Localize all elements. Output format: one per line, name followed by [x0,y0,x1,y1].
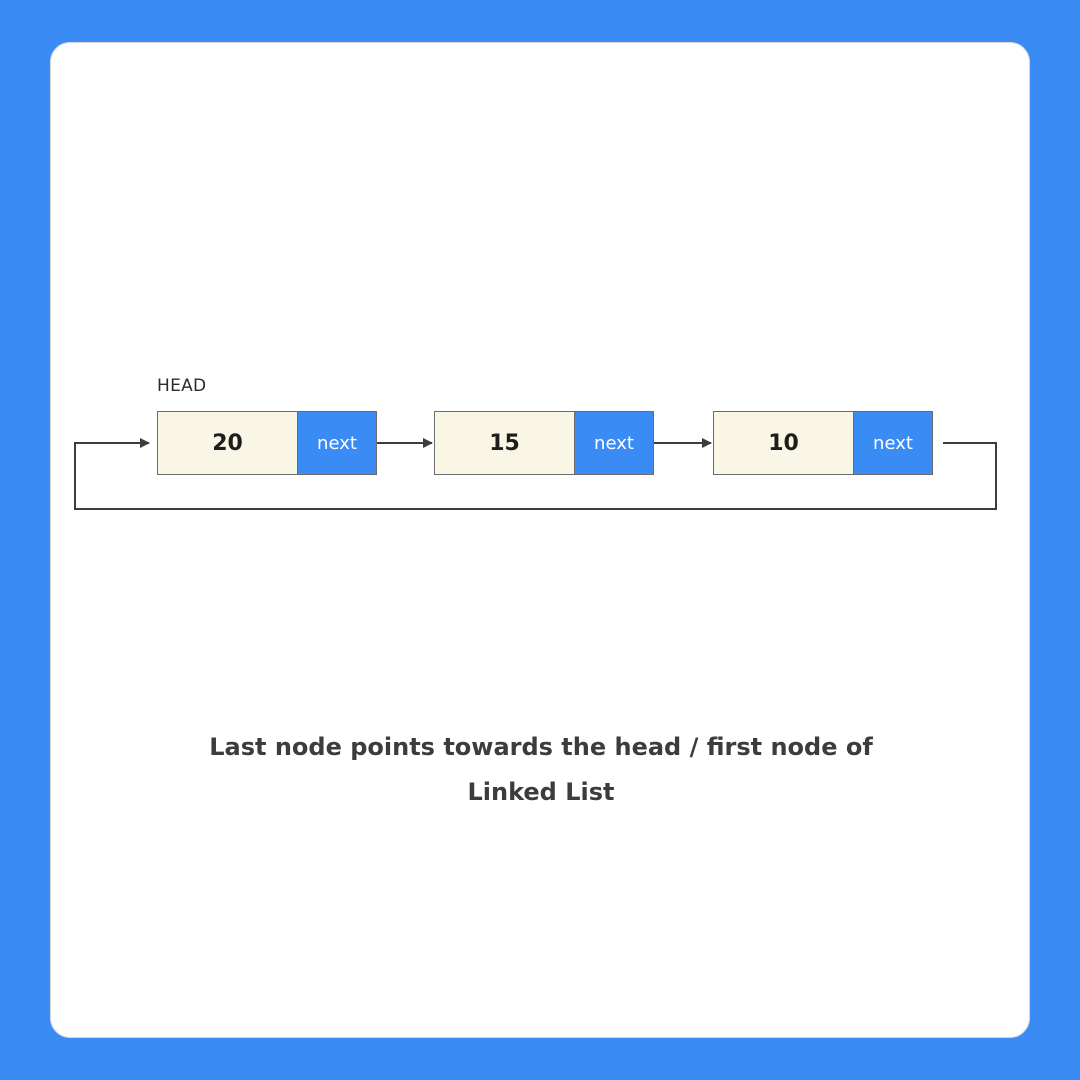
head-label: HEAD [157,376,207,396]
node-value: 20 [157,411,298,475]
diagram-card: HEAD 20 next 15 next 10 next Last node p… [50,42,1030,1038]
loop-back-arrow [74,438,997,510]
node-next-pointer: next [854,411,933,475]
diagram-caption: Last node points towards the head / firs… [209,733,873,806]
link-arrows [74,438,997,510]
list-node-2: 15 next [434,411,654,475]
list-node-3: 10 next [713,411,933,475]
node-next-pointer: next [575,411,654,475]
node-value: 15 [434,411,575,475]
node-value: 10 [713,411,854,475]
list-node-1: 20 next [157,411,377,475]
node-next-pointer: next [298,411,377,475]
